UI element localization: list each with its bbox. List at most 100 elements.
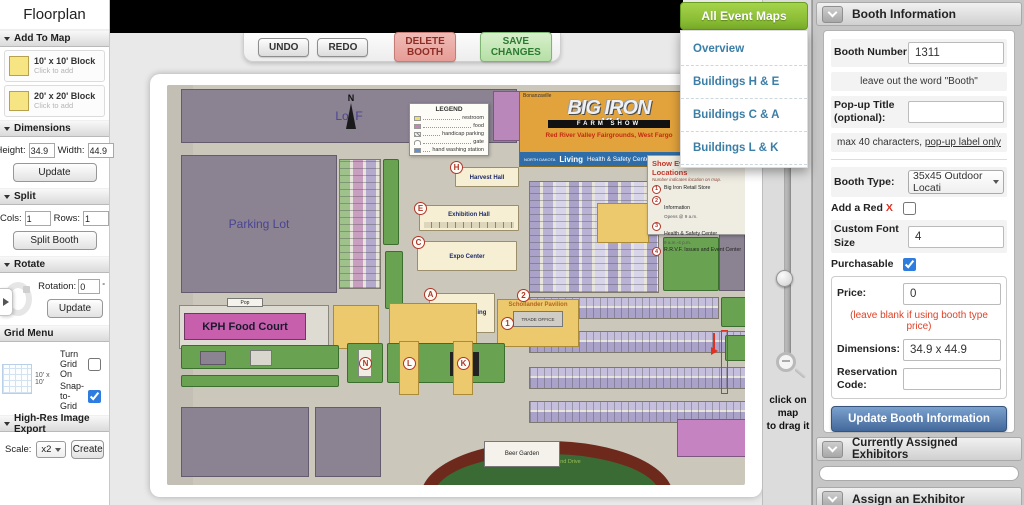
purchasable-checkbox[interactable]: [903, 257, 917, 271]
section-dimensions[interactable]: Dimensions: [0, 120, 109, 137]
booth-number-label: Booth Number: [834, 46, 907, 59]
collapse-button[interactable]: [822, 440, 843, 458]
cols-input[interactable]: [24, 211, 51, 226]
popup-title-input[interactable]: [908, 101, 1004, 124]
section-add-to-map[interactable]: Add To Map: [0, 30, 109, 47]
collapse-triangle-icon: [4, 126, 10, 131]
building-letter-badge: E: [414, 202, 427, 215]
chevron-down-icon: [993, 180, 999, 185]
snap-to-grid-checkbox[interactable]: [88, 389, 101, 403]
save-changes-button[interactable]: SAVE CHANGES: [479, 32, 552, 62]
section-rotate[interactable]: Rotate: [0, 256, 109, 273]
section-label: High-Res Image Export: [14, 412, 90, 435]
maps-item-buildings-h-e[interactable]: Buildings H & E: [681, 66, 807, 99]
custom-font-size-label: Custom Font Size: [834, 223, 899, 249]
sidebar-expand-tab[interactable]: [0, 288, 13, 316]
create-export-button[interactable]: Create: [71, 440, 104, 459]
dimensions-update-button[interactable]: Update: [12, 163, 97, 182]
price-input[interactable]: [903, 282, 1001, 305]
chevron-right-icon: [3, 298, 9, 306]
legend-label: handicap parking: [442, 131, 484, 137]
collapse-triangle-icon: [4, 194, 10, 199]
scale-select[interactable]: x2: [36, 441, 67, 458]
reservation-code-input[interactable]: [903, 367, 1001, 390]
price-hint: (leave blank if using booth type price): [850, 309, 988, 332]
block-hint: Click to add: [34, 101, 74, 111]
height-input[interactable]: [28, 143, 55, 158]
collapse-button[interactable]: [822, 5, 843, 23]
zoom-slider-handle[interactable]: [776, 270, 793, 287]
events-title: Show Events & Locations: [652, 159, 706, 177]
show-events-box: Show Events & Locations Number indicates…: [647, 155, 745, 256]
scale-label: Scale:: [5, 444, 32, 455]
scale-value: x2: [41, 444, 52, 455]
building-expo-center[interactable]: Expo Center C: [412, 236, 517, 271]
add-block-20[interactable]: 20' x 20' Block Click to add: [4, 85, 105, 117]
building-letter-badge: A: [424, 288, 437, 301]
big-iron-logo: BIG IRON: [567, 97, 651, 119]
width-input[interactable]: [87, 143, 114, 158]
rotation-input[interactable]: [78, 279, 101, 294]
fairgrounds-tagline: Red River Valley Fairgrounds, West Fargo: [545, 132, 673, 139]
legend-label: food: [473, 123, 484, 129]
booth-information-title: Booth Information: [852, 7, 956, 21]
building-letter-badge: C: [412, 236, 425, 249]
rows-input[interactable]: [83, 211, 110, 226]
add-red-x-checkbox[interactable]: [902, 202, 916, 216]
booth-type-select[interactable]: 35x45 Outdoor Locati: [908, 170, 1004, 195]
map-green-block: [725, 335, 745, 361]
drag-map-hint: click on map to drag it: [766, 395, 810, 432]
map-yellow-building: [333, 305, 379, 349]
selected-booth-outline[interactable]: [721, 330, 728, 394]
schollander-pavilion[interactable]: Schollander Pavilion TRADE OFFICE: [497, 299, 579, 347]
map-green-block: [663, 237, 719, 291]
building-letter-badge: H: [450, 161, 463, 174]
event-sub: Opens @ 9 a.m.: [664, 214, 698, 219]
map-marker-l: L: [403, 357, 416, 370]
snap-to-grid-label: Snap-to-Grid: [59, 381, 84, 411]
undo-button[interactable]: UNDO: [258, 37, 310, 57]
zoom-slider-track[interactable]: [784, 55, 791, 355]
section-split[interactable]: Split: [0, 188, 109, 205]
maps-item-buildings-l-k[interactable]: Buildings L & K: [681, 132, 807, 165]
dimensions-input[interactable]: [903, 338, 1001, 361]
building-exhibition-hall[interactable]: Exhibition Hall E: [414, 202, 519, 231]
collapse-button[interactable]: [822, 490, 843, 505]
event-number: 2: [652, 196, 661, 205]
section-grid-menu[interactable]: Grid Menu: [0, 325, 109, 342]
redo-button[interactable]: REDO: [317, 37, 369, 57]
beer-garden: Beer Garden: [484, 441, 560, 467]
zoom-out-icon[interactable]: [776, 352, 807, 379]
floorplan-map[interactable]: Lot F N Parking Lot LEGEND restroom food: [167, 85, 745, 485]
update-booth-button[interactable]: Update Booth Information: [831, 406, 1007, 432]
all-event-maps-button[interactable]: All Event Maps: [680, 2, 808, 30]
assigned-exhibitors-title: Currently Assigned Exhibitors: [852, 437, 958, 461]
assign-exhibitor-header[interactable]: Assign an Exhibitor: [816, 487, 1022, 505]
chevron-down-icon: [827, 7, 838, 18]
split-booth-button[interactable]: Split Booth: [12, 231, 97, 250]
custom-font-size-input[interactable]: [908, 225, 1004, 248]
turn-grid-on-label: Turn Grid On: [59, 349, 79, 379]
maps-item-buildings-c-a[interactable]: Buildings C & A: [681, 99, 807, 132]
cols-label: Cols:: [0, 213, 22, 224]
delete-booth-button[interactable]: DELETE BOOTH: [394, 32, 456, 62]
rotate-update-button[interactable]: Update: [47, 299, 103, 318]
popup-label-only-link[interactable]: pop-up label only: [924, 137, 1001, 149]
legend-label: restroom: [462, 115, 484, 121]
building-harvest-hall[interactable]: Harvest Hall H: [450, 161, 519, 187]
assigned-exhibitors-header[interactable]: Currently Assigned Exhibitors: [816, 437, 1022, 461]
booth-number-input[interactable]: [908, 42, 1004, 64]
exhibitor-search-input[interactable]: [819, 466, 1019, 481]
turn-grid-on-checkbox[interactable]: [88, 357, 101, 371]
kph-food-court[interactable]: KPH Food Court: [184, 313, 306, 340]
section-label: Rotate: [14, 259, 46, 270]
add-red-x-label: Add a Red X: [831, 202, 893, 215]
chevron-down-icon: [827, 442, 838, 453]
popup-title-hint: max 40 characters, pop-up label only: [831, 133, 1007, 153]
building-label: Expo Center: [449, 254, 485, 260]
maps-item-overview[interactable]: Overview: [681, 33, 807, 66]
add-block-10[interactable]: 10' x 10' Block Click to add: [4, 50, 105, 82]
booth-information-header[interactable]: Booth Information: [816, 2, 1022, 26]
section-hires-export[interactable]: High-Res Image Export: [0, 412, 109, 435]
